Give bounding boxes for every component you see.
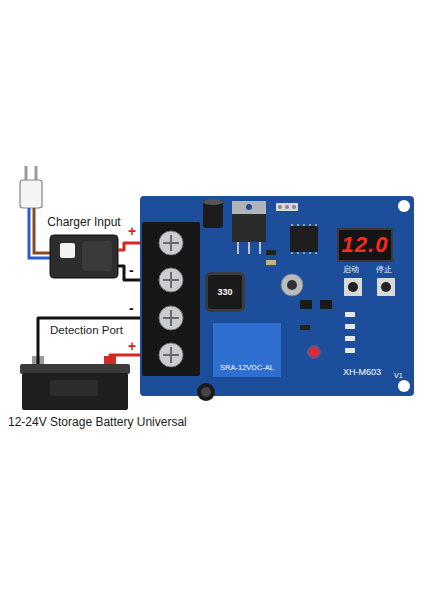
button-cap — [348, 282, 358, 292]
adapter-panel — [82, 241, 112, 271]
polarity-mark: - — [129, 301, 134, 315]
power-cord — [34, 208, 50, 253]
pin — [278, 205, 282, 209]
mains-plug — [20, 166, 50, 258]
adapter-socket — [60, 243, 75, 258]
capacitor-symbol — [201, 387, 211, 397]
capacitor-symbol — [197, 383, 215, 401]
screw-slot — [163, 235, 179, 363]
node-text: Charger Input — [47, 215, 120, 229]
version-mark: V1 — [394, 372, 403, 379]
adapter-body — [50, 235, 118, 278]
polarity-mark: + — [128, 339, 136, 353]
node-text: XH-M603 — [343, 367, 381, 377]
battery-lid — [20, 364, 130, 374]
port-label: Detection Port — [50, 325, 123, 337]
ic-chip — [290, 226, 318, 252]
resistor-symbol — [266, 260, 276, 265]
transistor-symbol — [300, 300, 312, 309]
node-text: 12.0 — [342, 232, 389, 258]
resistor-symbol — [345, 336, 355, 341]
resistor-symbol — [345, 348, 355, 353]
battery — [20, 356, 130, 410]
pcb-board — [140, 196, 414, 396]
pin-header — [276, 203, 298, 211]
regulator-legs — [238, 242, 260, 254]
charger-adapter — [50, 235, 118, 278]
regulator-hole — [246, 204, 252, 210]
plug-prong — [35, 166, 38, 181]
ic-pins — [292, 224, 316, 254]
led-display: 12.0 — [337, 228, 393, 262]
pin — [292, 205, 296, 209]
battery-body — [22, 373, 128, 410]
push-button — [344, 278, 362, 296]
mounting-hole — [398, 200, 410, 212]
button-label: 启动 — [343, 266, 359, 274]
pcb — [140, 196, 414, 401]
resistor-symbol — [345, 312, 355, 317]
polarity-mark: - — [129, 263, 134, 277]
regulator-tab — [232, 201, 266, 214]
node-text: SRA-12VDC-AL — [220, 363, 274, 372]
node-text: 330 — [217, 287, 232, 297]
regulator-body — [232, 214, 266, 242]
charger-adapter: Charger Input — [50, 235, 118, 278]
capacitor-symbol — [287, 280, 297, 290]
capacitor-symbol — [203, 200, 223, 228]
led — [310, 348, 318, 356]
node-text: 12-24V Storage Battery Universal — [8, 415, 187, 429]
storage-battery: 12-24V Storage Battery Universal — [20, 364, 130, 410]
button-label: 停止 — [376, 266, 392, 274]
transistor-symbol — [320, 300, 332, 309]
terminal-block — [142, 222, 200, 376]
resistor-symbol — [300, 325, 310, 330]
led-glow — [307, 345, 321, 359]
battery-label-area — [50, 380, 98, 396]
wire — [38, 318, 140, 364]
polarity-mark: + — [128, 224, 136, 238]
plug-prong — [25, 166, 28, 181]
push-button — [377, 278, 395, 296]
terminal-screws — [159, 231, 183, 367]
capacitor-symbol — [281, 274, 303, 296]
plug-body — [20, 180, 42, 208]
power-cord — [29, 208, 50, 258]
resistor-symbol — [266, 250, 276, 255]
mounting-hole — [398, 380, 410, 392]
wire — [118, 243, 140, 250]
pin — [285, 205, 289, 209]
inductor: 330 — [205, 272, 245, 312]
relay: SRA-12VDC-AL — [212, 322, 282, 378]
wire — [110, 355, 140, 364]
control-board: XH-M603 12.0 330SRA-12VDC-AL — [140, 196, 414, 396]
resistor-symbol — [345, 324, 355, 329]
capacitor-top — [203, 199, 223, 205]
button-cap — [381, 282, 391, 292]
